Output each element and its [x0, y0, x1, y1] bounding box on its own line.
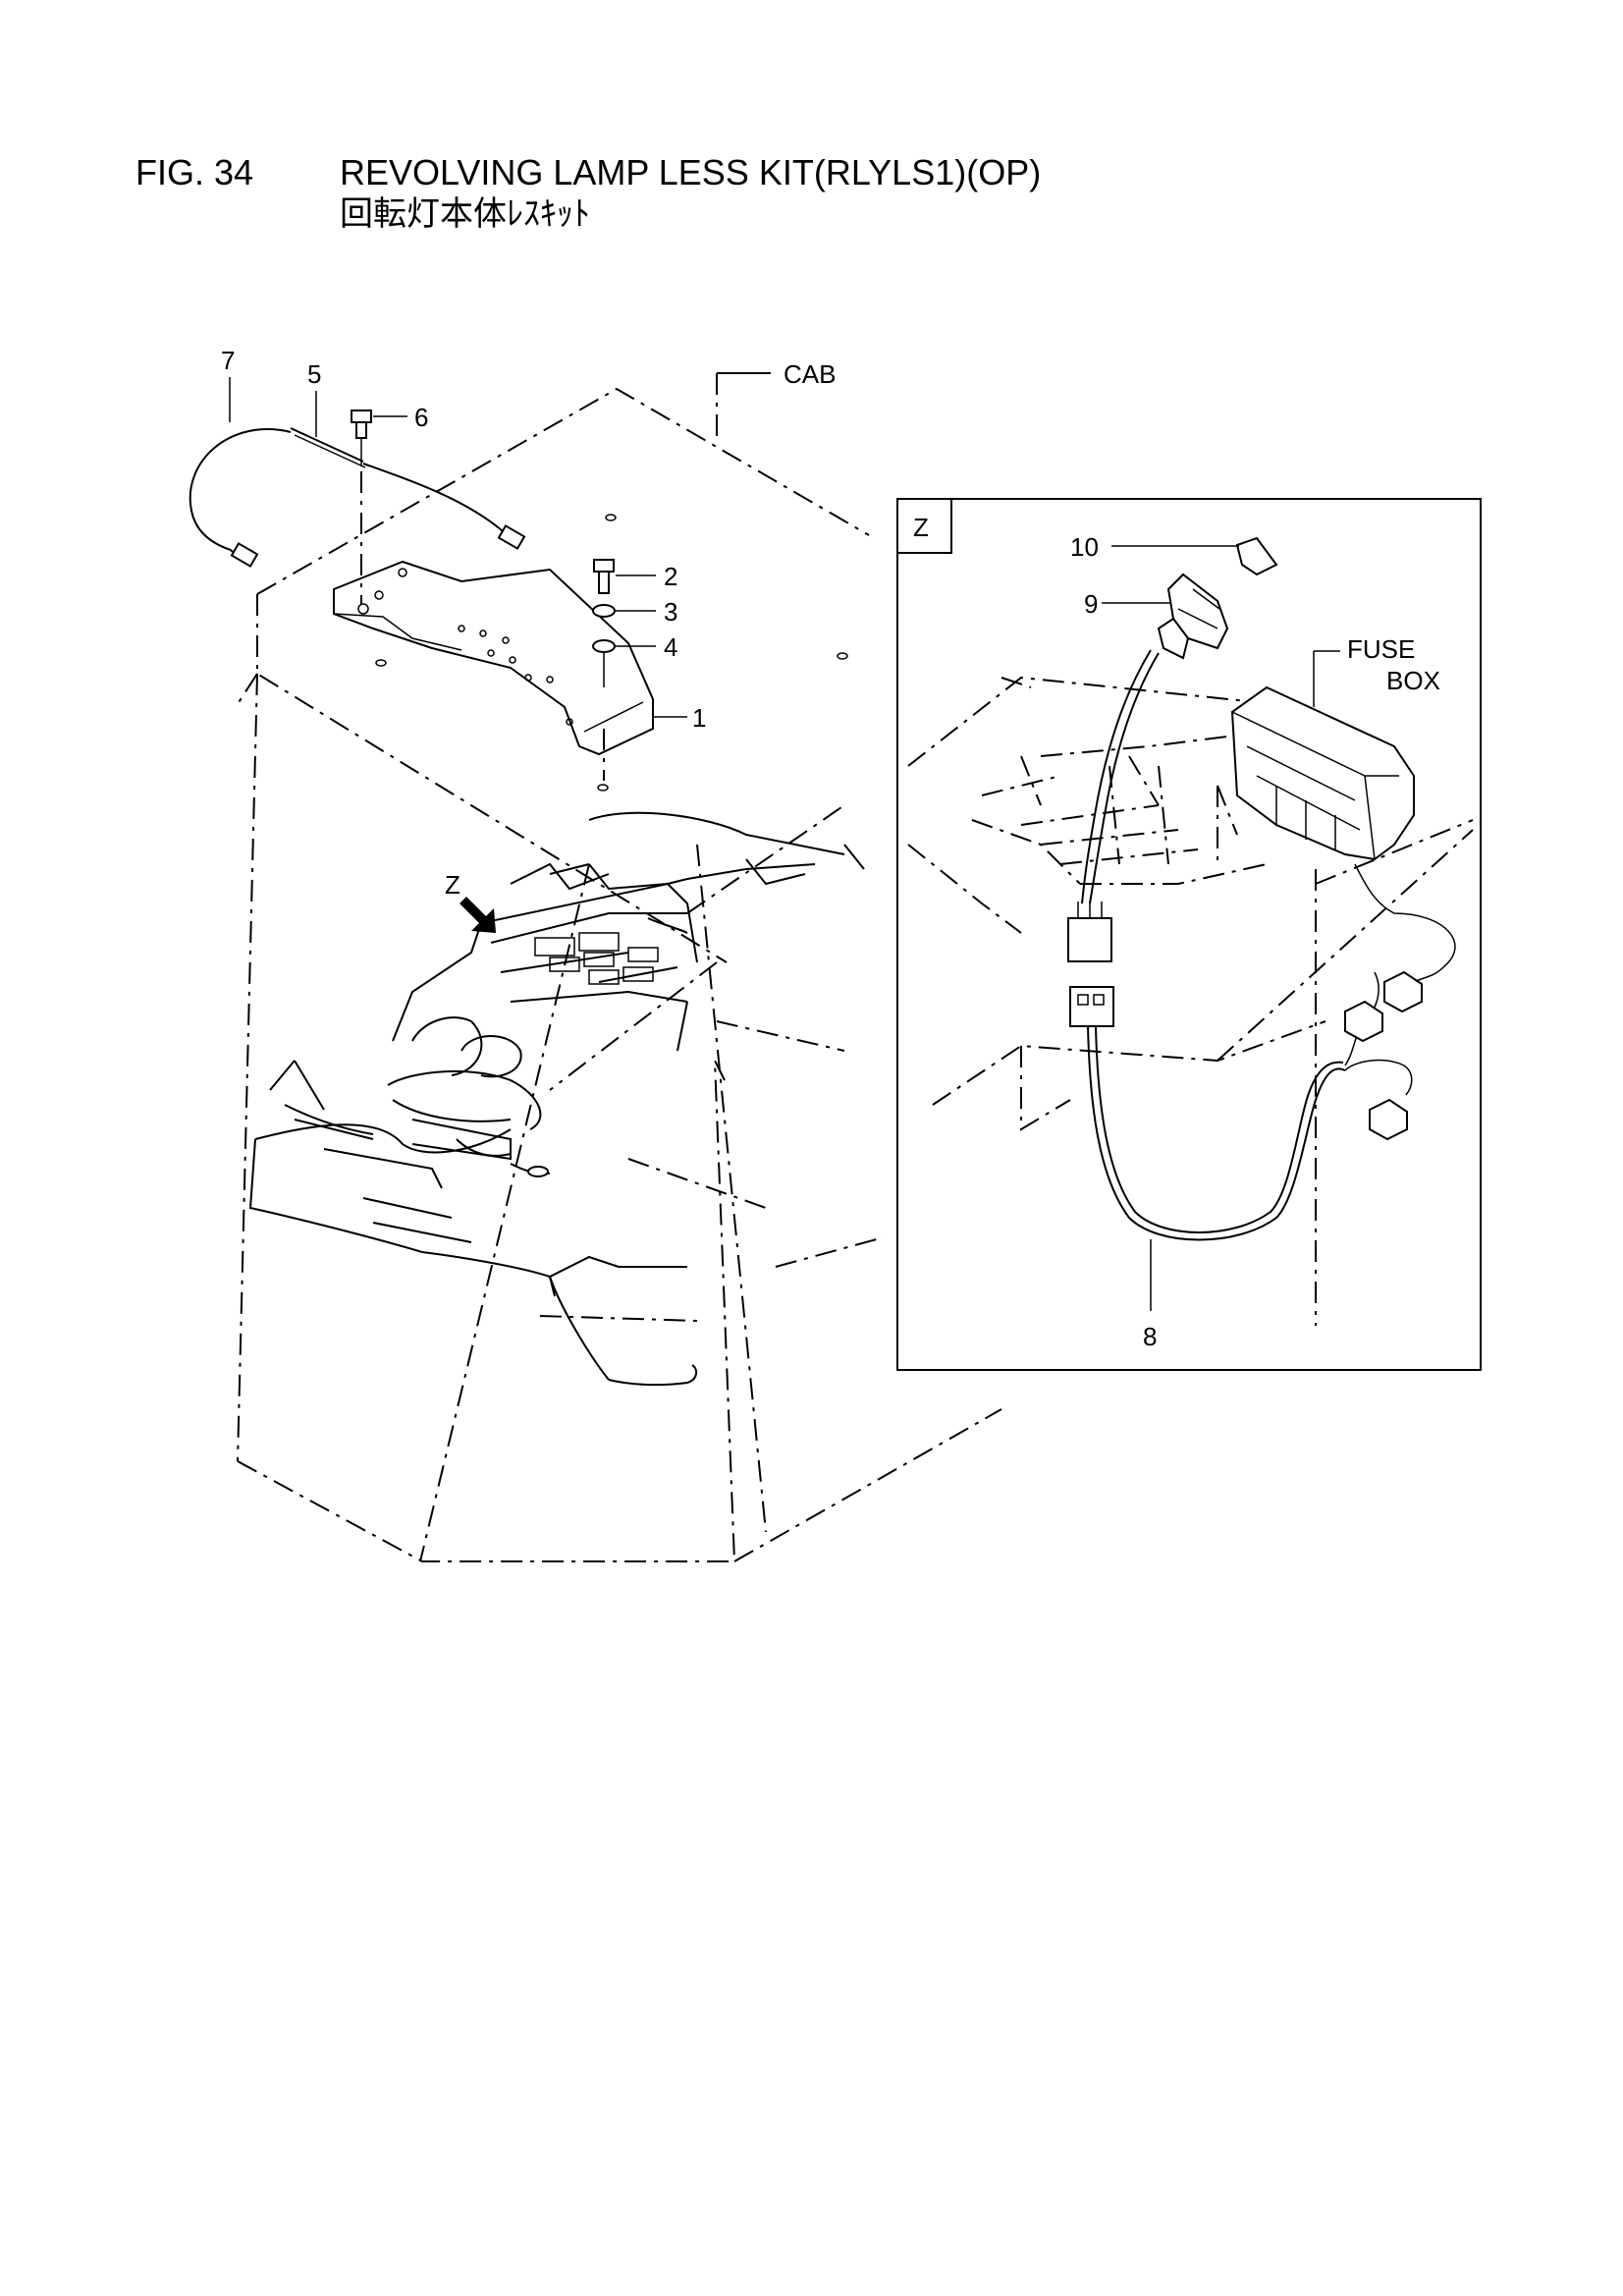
detail-z-content: FUSE BOX: [907, 536, 1474, 1326]
figure-title: REVOLVING LAMP LESS KIT(RLYLS1)(OP): [340, 152, 1042, 192]
callout-8: 8: [1143, 1322, 1157, 1351]
detail-z-label: Z: [913, 513, 929, 542]
view-z-indicator: Z: [445, 870, 496, 933]
view-z-label: Z: [445, 870, 460, 900]
cab-label: CAB: [784, 359, 836, 389]
console-sketch: [248, 811, 865, 1387]
figure-number: FIG. 34: [135, 152, 254, 192]
callouts: 7 5 6 2 3 4 1 10 9 8: [221, 346, 1239, 1351]
callout-3: 3: [664, 597, 677, 627]
cab-label-group: CAB: [716, 359, 836, 442]
detail-z-box: Z: [896, 498, 1482, 1371]
callout-5: 5: [307, 359, 321, 389]
callout-6: 6: [414, 403, 428, 432]
callout-4: 4: [664, 632, 677, 662]
cab-outline: [235, 387, 1002, 1562]
callout-7: 7: [221, 346, 235, 375]
bolt-washer-stack: [592, 559, 616, 781]
figure-subtitle: 回転灯本体ﾚｽｷｯﾄ: [340, 194, 590, 234]
bracket-part: [333, 560, 654, 756]
callout-2: 2: [664, 562, 677, 591]
terminal-connectors: [1344, 970, 1423, 1141]
callout-1: 1: [692, 703, 706, 733]
fuse-box-label-line2: BOX: [1386, 666, 1440, 695]
callout-10: 10: [1070, 532, 1099, 562]
roof-holes: [375, 514, 848, 792]
fuse-box-label-line1: FUSE: [1347, 634, 1415, 664]
arrow-down-right-icon: [460, 897, 496, 933]
callout-9: 9: [1084, 589, 1098, 619]
wire-harness-7: [189, 410, 526, 604]
